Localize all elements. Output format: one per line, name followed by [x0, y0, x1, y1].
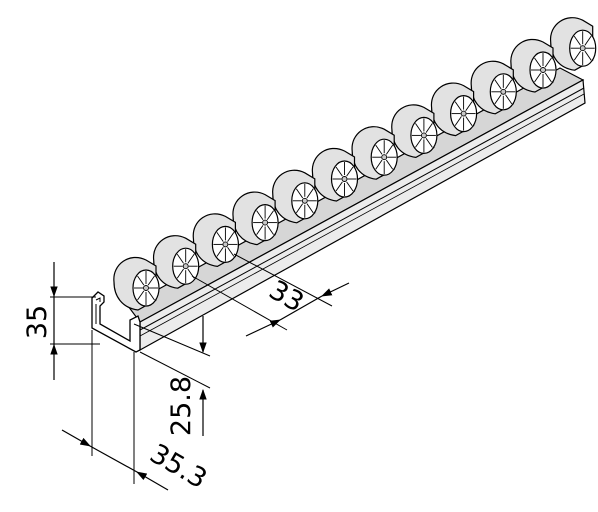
roller-spoke [306, 188, 314, 199]
dimension-height-total: 35 [22, 262, 100, 380]
roller-spoke [187, 253, 195, 264]
roller-spoke [573, 50, 581, 61]
roller-axle [500, 88, 507, 95]
roller [272, 169, 319, 224]
roller-spoke [573, 35, 581, 46]
roller-spoke [266, 210, 274, 221]
roller-axle [540, 67, 546, 73]
roller [351, 126, 398, 180]
roller-spoke [256, 225, 264, 235]
dim-label-35: 35 [22, 305, 53, 339]
roller-spoke [584, 50, 592, 61]
rail-end-section [91, 291, 141, 353]
roller-axle [381, 154, 388, 161]
roller-spoke [544, 72, 552, 83]
roller-spoke [544, 57, 552, 68]
roller-spoke [465, 101, 473, 112]
dimension-height-profile: 25.8 [133, 316, 211, 436]
roller [192, 213, 239, 268]
roller-spoke [227, 246, 235, 257]
rail-profile [91, 67, 586, 353]
roller-spoke [494, 94, 502, 105]
roller-spoke [454, 101, 462, 112]
arrow-line [245, 319, 281, 337]
roller [470, 60, 517, 115]
roller [153, 235, 200, 289]
roller-spoke [465, 116, 473, 126]
roller-axle [460, 110, 467, 117]
roller-spoke [335, 166, 343, 177]
roller-spoke [385, 144, 394, 155]
roller-spoke [505, 79, 513, 90]
roller-spoke [584, 35, 592, 46]
arrow-line [321, 282, 350, 297]
roller-spoke [176, 268, 184, 279]
roller [430, 82, 478, 137]
dimension-line [89, 445, 138, 473]
roller-axle [301, 197, 308, 204]
arrow-line [61, 429, 91, 447]
roller-spoke [306, 203, 314, 214]
rail-end-inner [95, 297, 101, 324]
rail-groove-line [139, 93, 585, 337]
roller-spoke [375, 144, 383, 155]
roller-spoke [375, 159, 383, 170]
roller-axle [262, 219, 269, 226]
rail-top-face [127, 67, 585, 323]
roller-spoke [137, 290, 145, 301]
roller-spoke [346, 166, 354, 177]
roller-spoke [534, 57, 542, 68]
extension-line [233, 253, 333, 307]
roller-spoke [505, 94, 513, 105]
roller-spoke [216, 232, 224, 242]
roller-axle [182, 263, 189, 270]
roller [232, 191, 279, 246]
roller-spoke [266, 225, 274, 235]
roller [550, 17, 597, 71]
roller-spoke [147, 290, 155, 301]
roller [113, 256, 160, 311]
roller [391, 104, 438, 159]
roller-axle [222, 241, 229, 248]
roller-spoke [425, 137, 433, 148]
roller-axle [341, 176, 348, 182]
roller-spoke [415, 137, 423, 148]
arrow-line [136, 471, 169, 491]
roller-spoke [346, 181, 354, 192]
roller-spoke [415, 123, 423, 133]
roller-spoke [494, 79, 502, 90]
extension-line [139, 351, 211, 389]
roller-spoke [216, 246, 224, 257]
roller-axle [143, 285, 149, 291]
roller-spoke [176, 253, 184, 264]
roller-spoke [534, 72, 542, 83]
rail-groove-line [139, 87, 585, 331]
roller [510, 38, 557, 93]
roller-spoke [295, 188, 304, 199]
roller-axle [579, 45, 586, 52]
dimension-line [279, 295, 323, 321]
dim-label-25-8: 25.8 [166, 376, 197, 436]
roller-spoke [256, 210, 264, 221]
roller-spoke [454, 116, 462, 126]
roller-spoke [137, 275, 145, 286]
roller-spoke [425, 123, 433, 133]
roller-axle [420, 132, 427, 139]
roller-spoke [385, 159, 394, 170]
roller-spoke [227, 232, 235, 242]
dim-label-35-3: 35.3 [144, 438, 212, 495]
roller-spoke [335, 181, 343, 192]
extension-line [133, 323, 211, 357]
roller-spoke [295, 203, 304, 214]
dim-label-33: 33 [264, 275, 309, 319]
rollers-group [113, 17, 597, 311]
roller-spoke [147, 275, 155, 286]
roller [311, 147, 359, 202]
